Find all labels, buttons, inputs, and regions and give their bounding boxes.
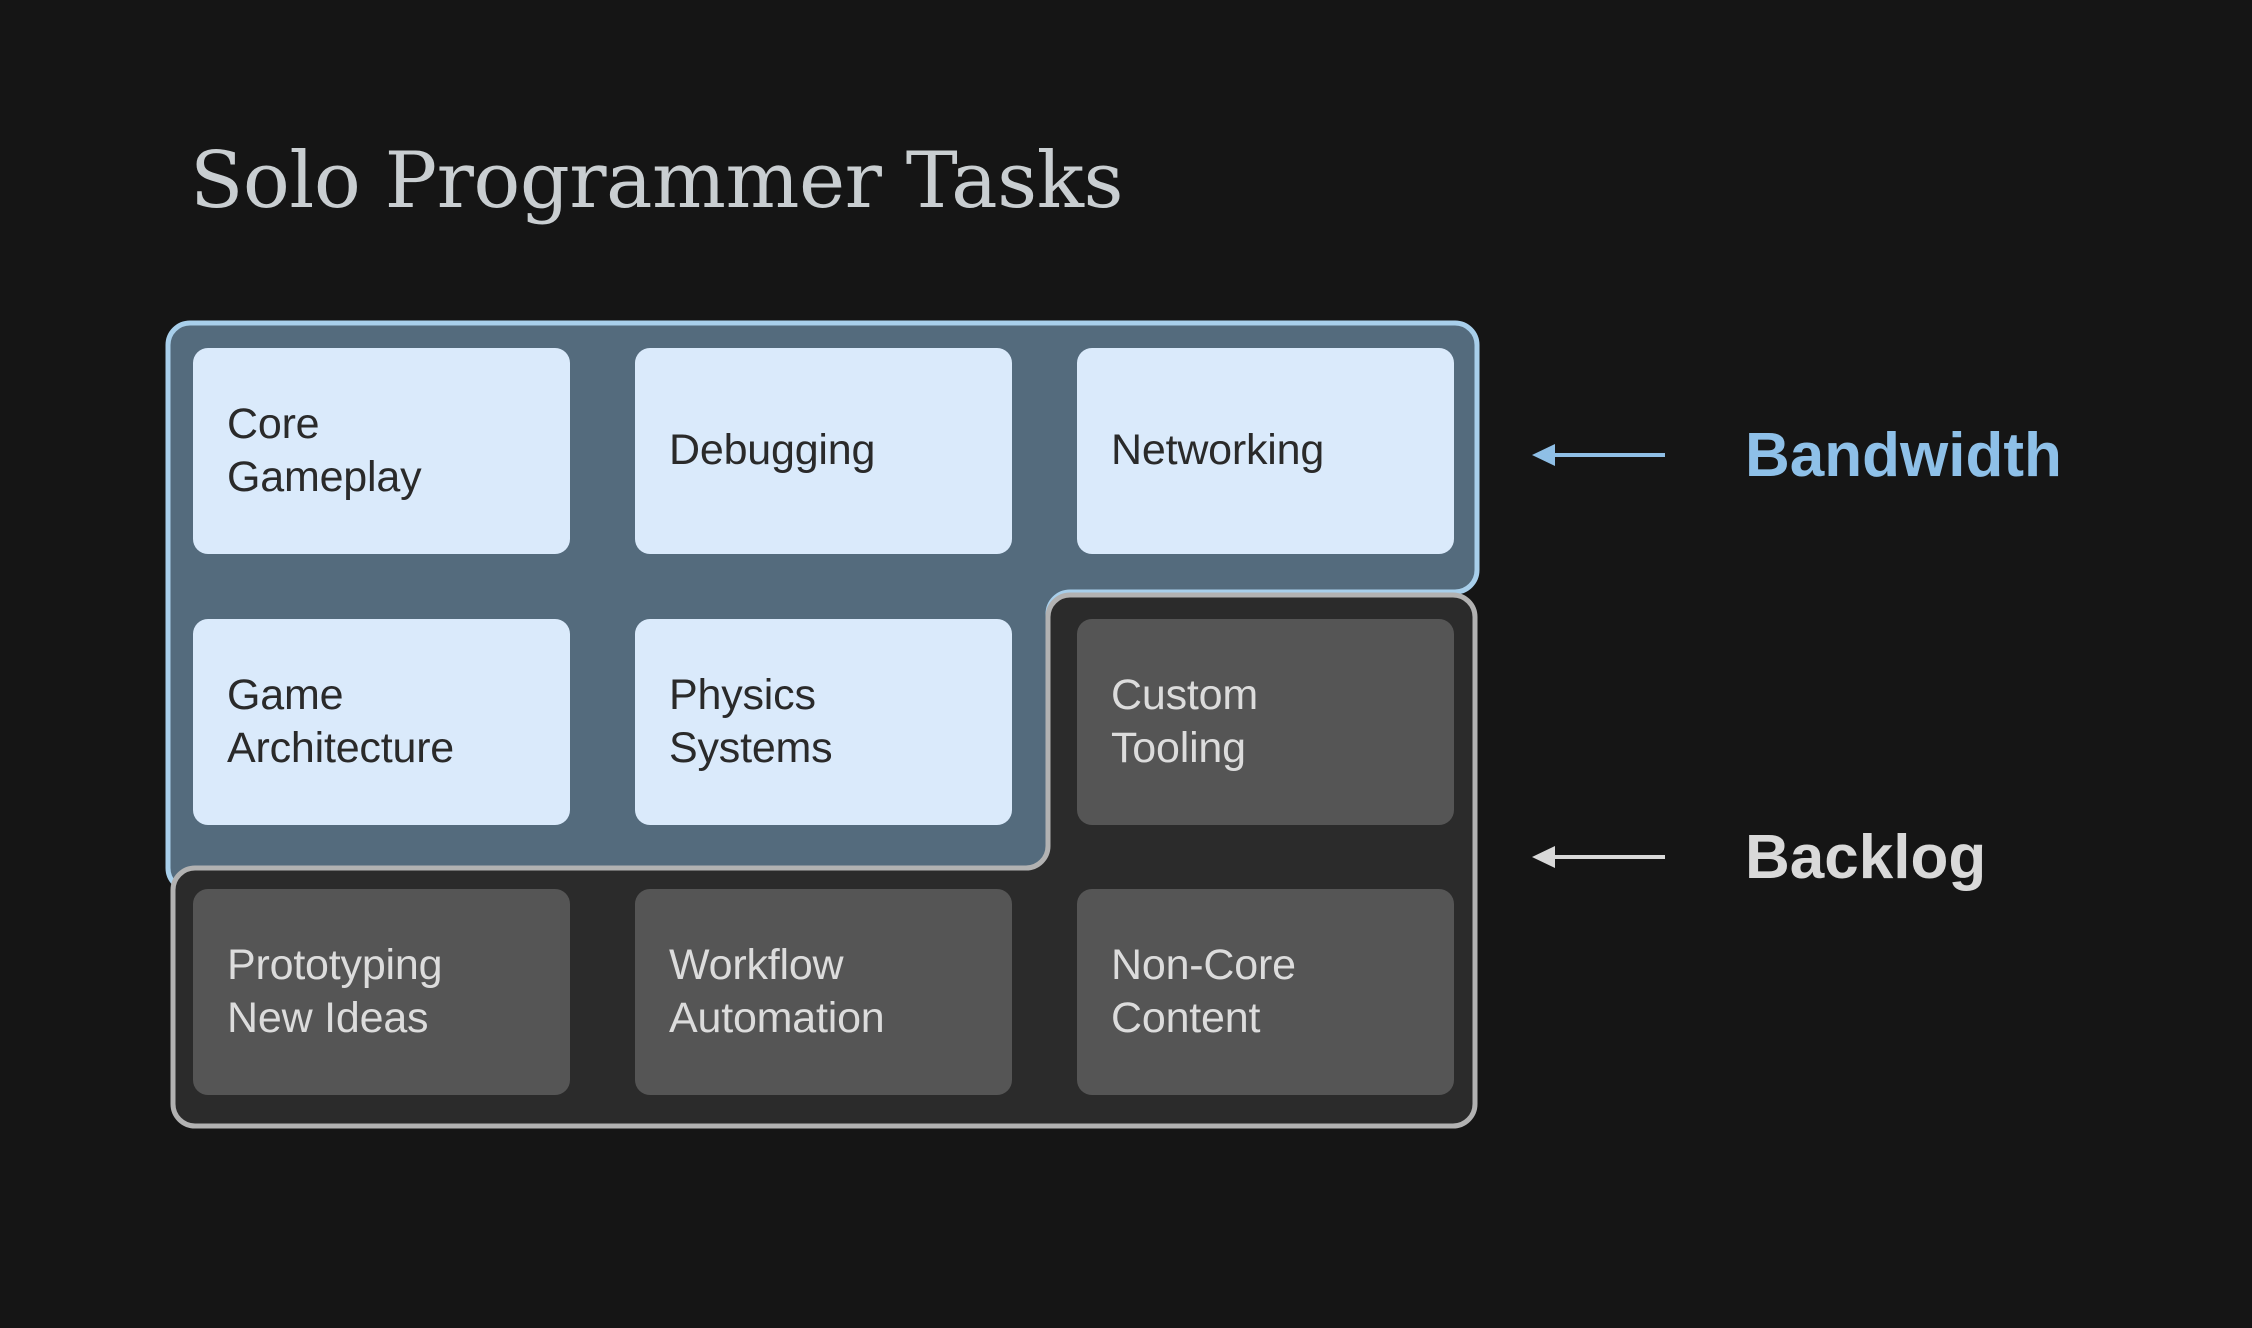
page-title: Solo Programmer Tasks [190,136,1124,226]
arrow-left-icon [1532,443,1665,467]
task-card-physics-systems[interactable]: Physics Systems [635,619,1012,825]
arrow-head [1532,846,1555,868]
task-card-custom-tooling[interactable]: Custom Tooling [1077,619,1454,825]
arrow-shaft [1552,855,1665,859]
task-card-line: Workflow [669,940,844,989]
task-card-debugging[interactable]: Debugging [635,348,1012,554]
task-card-prototyping-new-ideas[interactable]: Prototyping New Ideas [193,889,570,1095]
task-card-line: Networking [1111,426,1325,475]
task-card-line: Prototyping [227,940,443,989]
task-card-line: Systems [669,724,833,772]
task-card-line: Game [227,670,344,719]
task-card-line: Physics [669,670,816,719]
task-card-line: Core [227,399,320,448]
task-card-networking[interactable]: Networking [1077,348,1454,554]
task-card-line: Gameplay [227,453,422,501]
task-card-line: Non-Core [1111,940,1296,989]
task-card-workflow-automation[interactable]: Workflow Automation [635,889,1012,1095]
task-card-line: Tooling [1111,724,1246,772]
task-card-game-architecture[interactable]: Game Architecture [193,619,570,825]
task-card-line: Custom [1111,670,1258,719]
annotation-bandwidth: Bandwidth [1532,421,2062,490]
task-card-line: Debugging [669,426,876,475]
task-card-non-core-content[interactable]: Non-Core Content [1077,889,1454,1095]
task-card-core-gameplay[interactable]: Core Gameplay [193,348,570,554]
task-card-line: Content [1111,994,1261,1042]
task-card-line: Automation [669,994,885,1042]
task-card-line: Architecture [227,724,455,772]
task-card-line: New Ideas [227,994,429,1042]
arrow-shaft [1552,453,1665,457]
arrow-head [1532,444,1555,466]
arrow-left-icon [1532,845,1665,869]
annotation-backlog: Backlog [1532,823,1986,892]
annotation-label-backlog: Backlog [1745,822,1987,892]
annotation-label-bandwidth: Bandwidth [1745,420,2062,490]
